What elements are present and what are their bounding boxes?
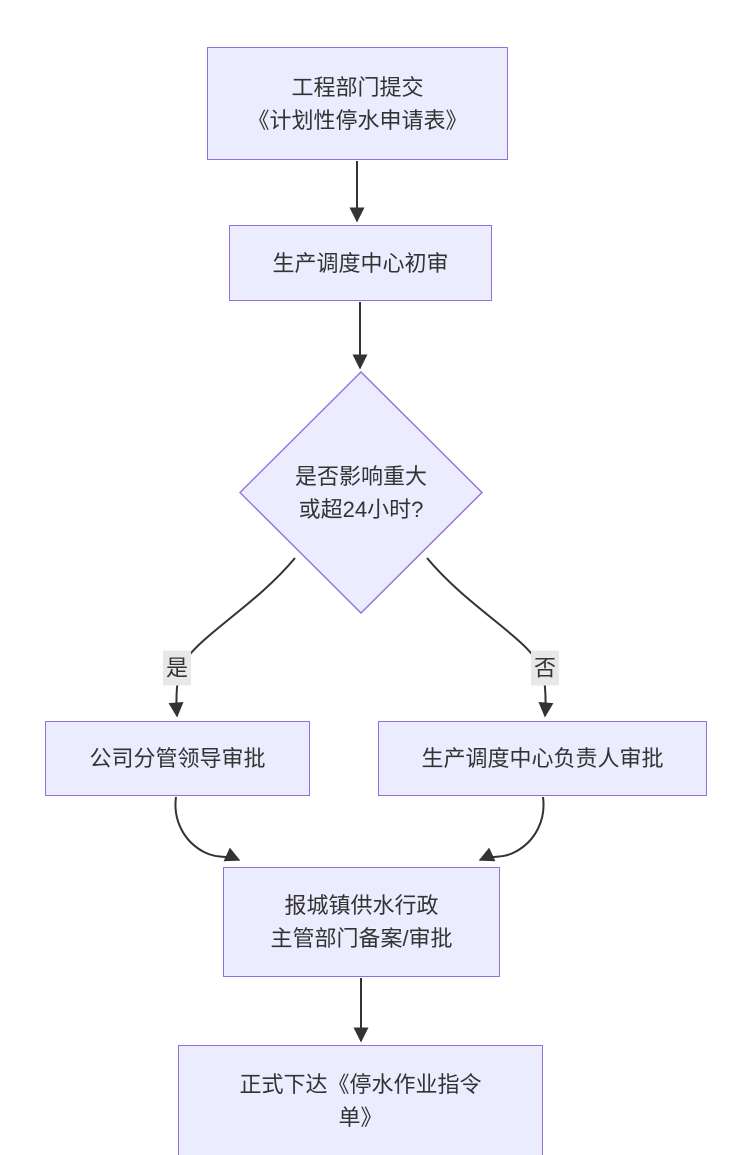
- node-initial-review: 生产调度中心初审: [229, 225, 492, 301]
- node-report-authority: 报城镇供水行政 主管部门备案/审批: [223, 867, 500, 977]
- node-leader-approval: 公司分管领导审批: [45, 721, 310, 796]
- node-issue-order: 正式下达《停水作业指令 单》: [178, 1045, 543, 1155]
- node-decision-label: 是否影响重大 或超24小时?: [294, 463, 427, 522]
- node-submit: 工程部门提交 《计划性停水申请表》: [207, 47, 508, 160]
- edge-decision-yes: [168, 557, 296, 718]
- edge-dispatch-to-report: [478, 796, 545, 862]
- node-dispatch-head-approval: 生产调度中心负责人审批: [378, 721, 707, 796]
- edge-leader-to-report: [174, 796, 241, 862]
- decision-diamond-shape: [239, 371, 483, 614]
- edge-label-no: 否: [530, 650, 560, 686]
- edge-label-yes: 是: [162, 650, 192, 686]
- edge-decision-no: [426, 557, 554, 718]
